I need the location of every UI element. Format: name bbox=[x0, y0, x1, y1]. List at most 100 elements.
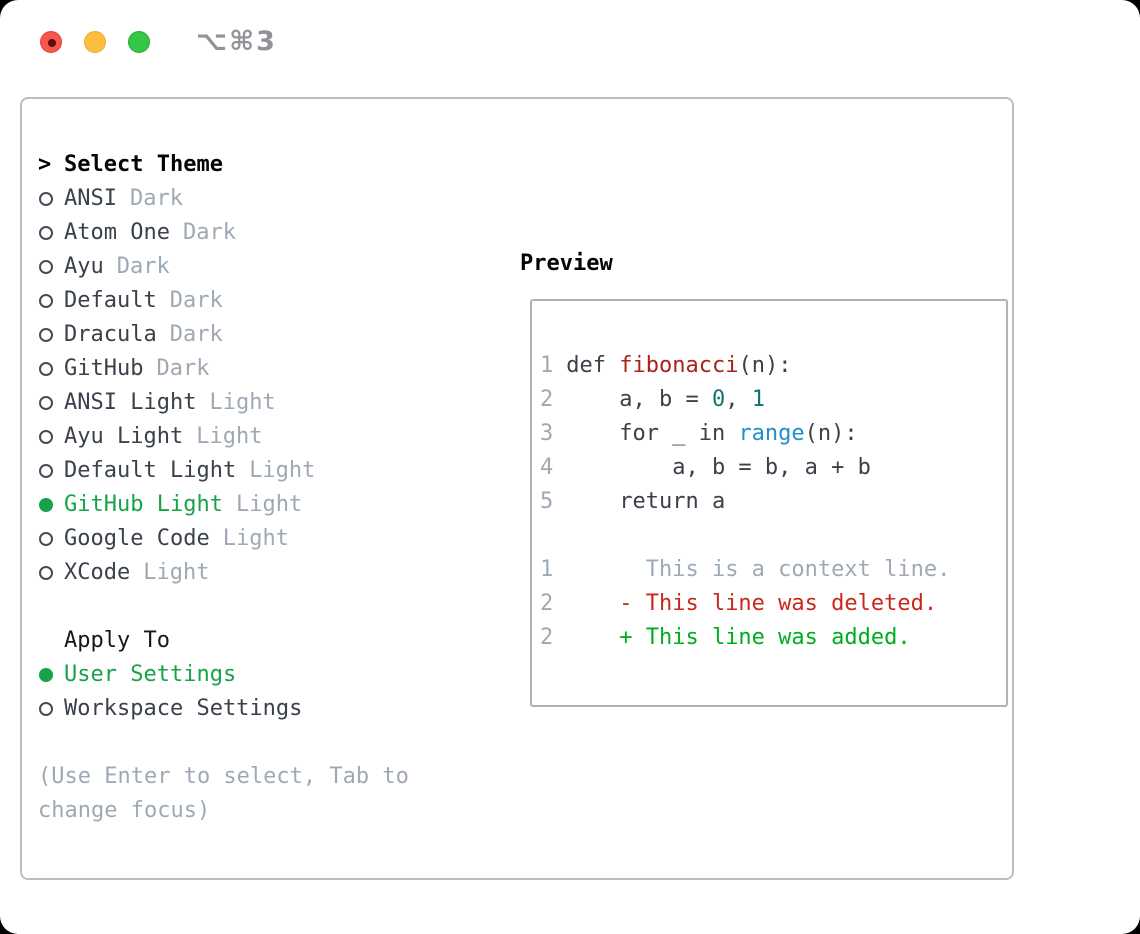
line-number: 3 bbox=[540, 421, 554, 446]
close-button[interactable] bbox=[40, 30, 62, 53]
radio-unselected-icon bbox=[39, 430, 53, 444]
option-label: GitHub Light bbox=[64, 492, 223, 517]
option-label: ANSI bbox=[64, 186, 117, 211]
line-number: 1 bbox=[540, 353, 554, 378]
option-label: Default bbox=[64, 288, 157, 313]
radio-unselected-icon bbox=[39, 532, 53, 546]
code-segment: for _ in bbox=[566, 421, 739, 446]
option-label: Workspace Settings bbox=[64, 696, 303, 721]
variant-tag: Light bbox=[235, 492, 303, 517]
theme-option[interactable]: Default Dark bbox=[38, 284, 470, 318]
code-segment: a, b = b, a + b bbox=[566, 455, 871, 480]
code-segment: fibonacci bbox=[619, 353, 739, 378]
window-title: ⌥⌘3 bbox=[196, 26, 277, 57]
code-segment: range bbox=[738, 421, 805, 446]
option-label: Google Code bbox=[64, 526, 210, 551]
variant-tag: Dark bbox=[129, 186, 183, 211]
code-line bbox=[540, 315, 1000, 349]
theme-option[interactable]: ANSI Light Light bbox=[38, 386, 470, 420]
code-line: 2 + This line was added. bbox=[540, 621, 1000, 655]
option-label: User Settings bbox=[64, 662, 237, 687]
code-segment: 0 bbox=[711, 387, 726, 412]
variant-tag: Light bbox=[209, 390, 276, 415]
radio-unselected-icon bbox=[39, 396, 53, 410]
theme-option[interactable]: ANSI Dark bbox=[38, 182, 470, 216]
code-line: 2 a, b = 0, 1 bbox=[540, 383, 1000, 417]
code-segment: This is a context line. bbox=[566, 557, 951, 582]
option-label: Ayu Light bbox=[64, 424, 184, 449]
variant-tag: Dark bbox=[182, 220, 236, 245]
apply-option[interactable]: User Settings bbox=[38, 658, 470, 692]
code-segment: def bbox=[566, 353, 620, 378]
line-number: 1 bbox=[540, 557, 554, 582]
theme-option[interactable]: Ayu Dark bbox=[38, 250, 470, 284]
apply-option[interactable]: Workspace Settings bbox=[38, 692, 470, 726]
line-number: 5 bbox=[540, 489, 554, 514]
code-segment: return a bbox=[566, 489, 726, 514]
code-line bbox=[540, 519, 1000, 553]
variant-tag: Light bbox=[249, 458, 316, 483]
line-number: 2 bbox=[540, 387, 554, 412]
code-line: 1 def fibonacci(n): bbox=[540, 349, 1000, 383]
option-label: GitHub bbox=[64, 356, 144, 381]
code-line: 4 a, b = b, a + b bbox=[540, 451, 1000, 485]
theme-option[interactable]: Dracula Dark bbox=[38, 318, 470, 352]
preview-title: Preview bbox=[520, 251, 613, 276]
radio-unselected-icon bbox=[39, 294, 53, 308]
radio-unselected-icon bbox=[39, 192, 53, 206]
apply-to-header-row: Apply To bbox=[38, 624, 470, 658]
radio-unselected-icon bbox=[39, 226, 53, 240]
code-segment: (n): bbox=[804, 421, 858, 446]
radio-unselected-icon bbox=[39, 566, 53, 580]
radio-selected-icon bbox=[39, 668, 53, 682]
help-text: (Use Enter to select, Tab to change focu… bbox=[38, 764, 409, 823]
option-label: Dracula bbox=[64, 322, 157, 347]
line-number: 2 bbox=[540, 625, 554, 650]
variant-tag: Dark bbox=[169, 288, 223, 313]
radio-unselected-icon bbox=[39, 328, 53, 342]
radio-unselected-icon bbox=[39, 362, 53, 376]
variant-tag: Light bbox=[222, 526, 289, 551]
minimize-button[interactable] bbox=[84, 30, 106, 53]
cursor-icon: > bbox=[38, 152, 52, 177]
theme-option[interactable]: GitHub Light Light bbox=[38, 488, 470, 522]
code-segment: , bbox=[725, 387, 752, 412]
zoom-button[interactable] bbox=[128, 30, 150, 53]
line-number: 2 bbox=[540, 591, 554, 616]
theme-option[interactable]: Default Light Light bbox=[38, 454, 470, 488]
theme-option[interactable]: GitHub Dark bbox=[38, 352, 470, 386]
code-line: 5 return a bbox=[540, 485, 1000, 519]
theme-option[interactable]: Ayu Light Light bbox=[38, 420, 470, 454]
line-number: 4 bbox=[540, 455, 554, 480]
code-line: 2 - This line was deleted. bbox=[540, 587, 1000, 621]
variant-tag: Dark bbox=[116, 254, 170, 279]
code-segment: 1 bbox=[751, 387, 765, 412]
variant-tag: Light bbox=[196, 424, 263, 449]
theme-option[interactable]: Google Code Light bbox=[38, 522, 470, 556]
option-label: ANSI Light bbox=[64, 390, 197, 415]
option-label: Ayu bbox=[64, 254, 104, 279]
variant-tag: Dark bbox=[169, 322, 223, 347]
titlebar: ⌥⌘3 bbox=[40, 26, 277, 57]
radio-unselected-icon bbox=[39, 702, 53, 716]
code-segment: a, b = bbox=[566, 387, 712, 412]
radio-unselected-icon bbox=[39, 464, 53, 478]
apply-to-title: Apply To bbox=[64, 628, 170, 653]
code-segment: - This line was deleted. bbox=[566, 591, 938, 616]
code-line: 1 This is a context line. bbox=[540, 553, 1000, 587]
select-theme-title: Select Theme bbox=[64, 152, 223, 177]
code-segment: (n): bbox=[738, 353, 792, 378]
code-segment: + This line was added. bbox=[566, 625, 911, 650]
radio-unselected-icon bbox=[39, 260, 53, 274]
variant-tag: Dark bbox=[156, 356, 210, 381]
option-label: Default Light bbox=[64, 458, 237, 483]
